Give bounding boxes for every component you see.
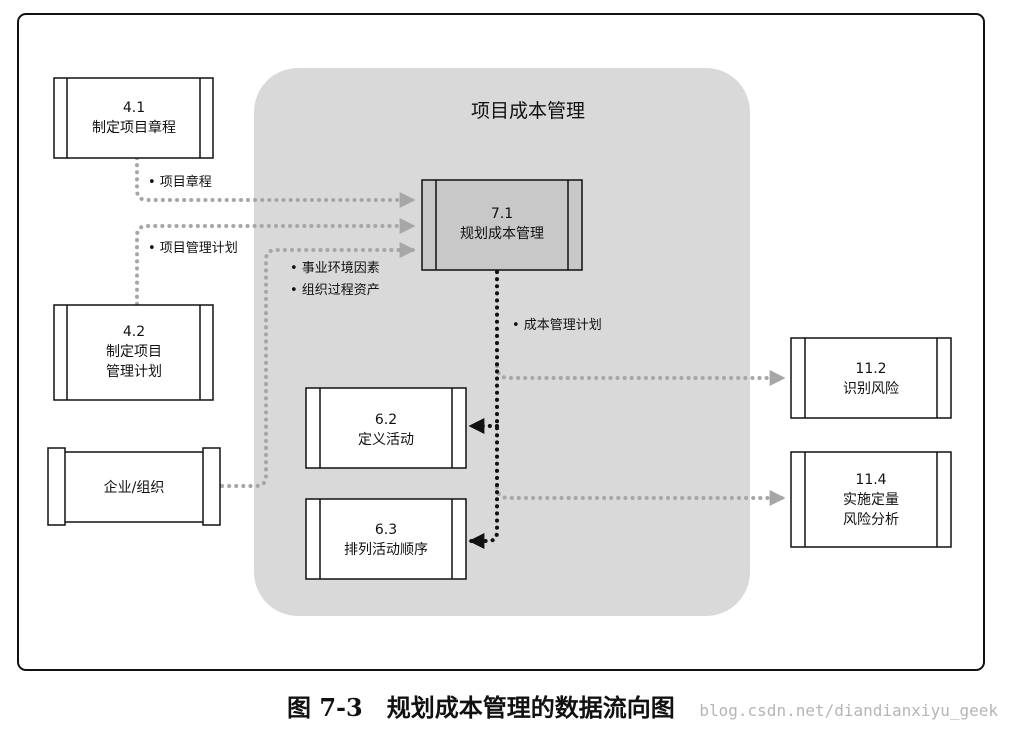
flow-to-11-2 (495, 364, 786, 386)
process-6-2: 6.2 定义活动 (305, 387, 467, 469)
watermark: blog.csdn.net/diandianxiyu_geek (699, 701, 998, 720)
process-11-2: 11.2 识别风险 (790, 337, 952, 419)
flow-charter (135, 156, 416, 208)
process-6-3-number: 6.3 (375, 522, 397, 538)
process-7-1-number: 7.1 (491, 206, 513, 222)
label-project-charter: • 项目章程 (148, 174, 212, 190)
label-eef: • 事业环境因素 (290, 261, 380, 276)
enterprise-organization-label: 企业/组织 (104, 479, 165, 496)
label-cost-plan: • 成本管理计划 (512, 318, 602, 333)
process-4-1: 4.1 制定项目章程 (53, 77, 214, 159)
label-opa: • 组织过程资产 (290, 283, 380, 298)
process-7-1: 7.1 规划成本管理 (421, 179, 583, 271)
input-flows (135, 156, 786, 506)
process-6-2-number: 6.2 (375, 412, 397, 428)
process-6-2-name: 定义活动 (358, 432, 414, 448)
process-11-2-number: 11.2 (855, 361, 886, 377)
process-11-4-number: 11.4 (855, 472, 886, 488)
group-title: 项目成本管理 (471, 100, 585, 122)
process-11-4-name-line1: 实施定量 (843, 492, 899, 508)
process-11-4: 11.4 实施定量 风险分析 (790, 451, 952, 548)
process-4-2: 4.2 制定项目 管理计划 (53, 304, 214, 401)
process-4-2-name-line1: 制定项目 (106, 344, 162, 360)
figure-caption: 图 7-3 规划成本管理的数据流向图 (287, 693, 675, 722)
process-4-2-name-line2: 管理计划 (106, 364, 162, 380)
enterprise-organization: 企业/组织 (47, 447, 221, 526)
process-4-1-number: 4.1 (123, 100, 145, 116)
process-11-2-name: 识别风险 (843, 381, 899, 397)
process-6-3: 6.3 排列活动顺序 (305, 498, 467, 580)
group-region (254, 68, 750, 616)
process-4-1-name: 制定项目章程 (92, 119, 176, 136)
process-4-2-number: 4.2 (123, 324, 145, 340)
flow-pm-plan (135, 218, 416, 306)
process-11-4-name-line2: 风险分析 (843, 512, 899, 528)
flow-org-assets (220, 242, 416, 488)
process-6-3-name: 排列活动顺序 (344, 542, 428, 558)
label-pm-plan: • 项目管理计划 (148, 241, 238, 256)
output-flows (468, 270, 499, 549)
process-7-1-name: 规划成本管理 (460, 226, 544, 242)
